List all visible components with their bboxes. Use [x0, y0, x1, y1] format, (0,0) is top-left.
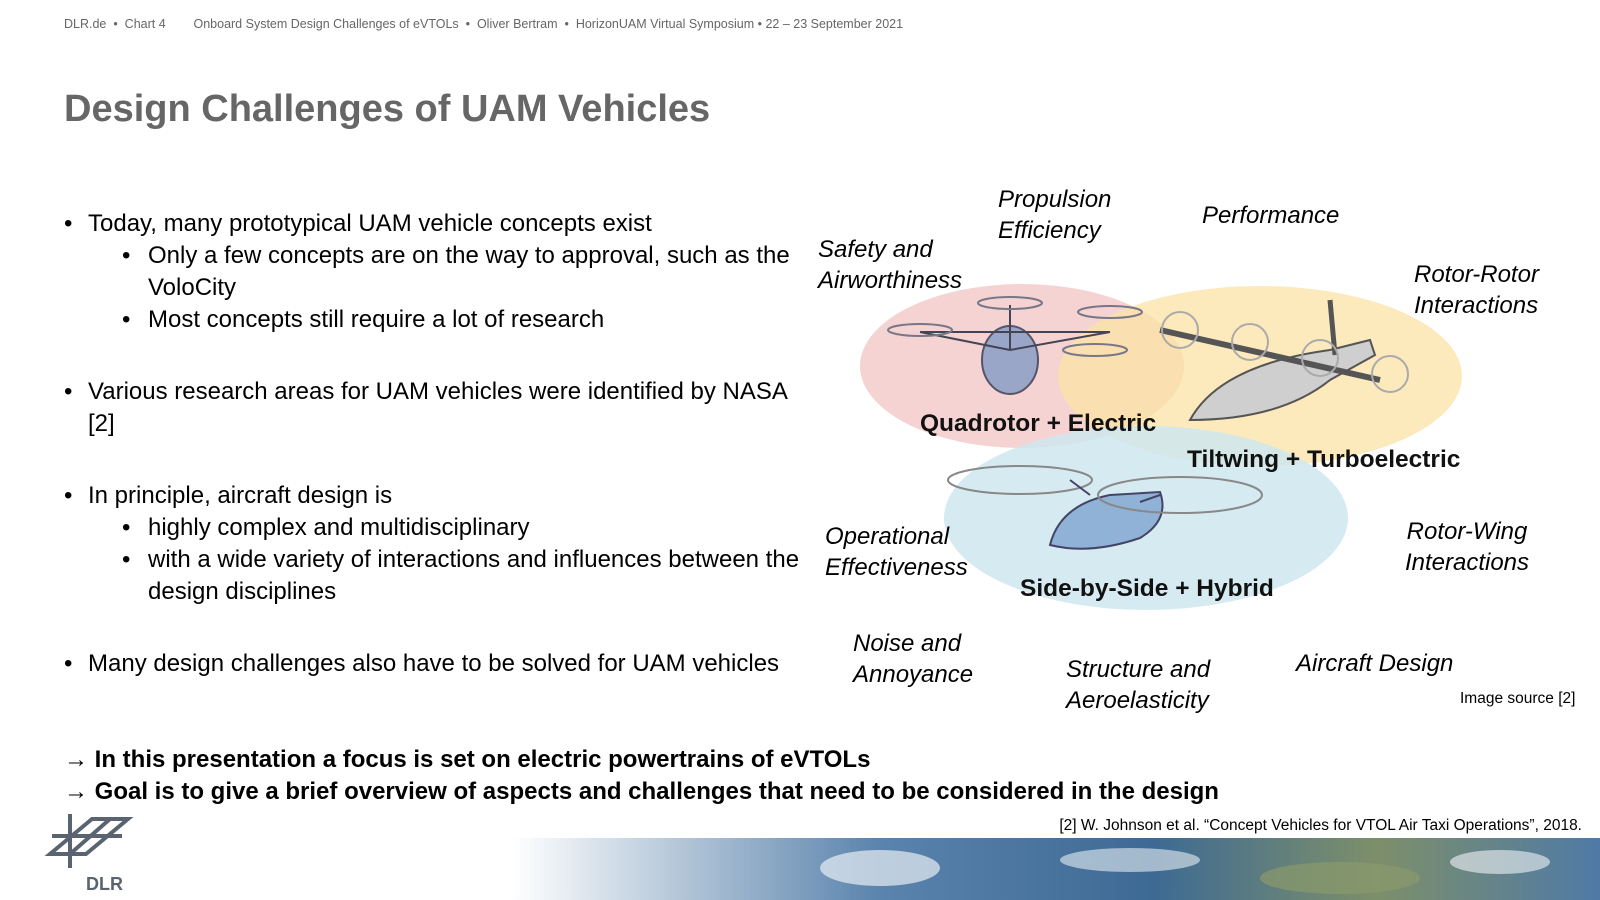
dlr-logo-mark — [44, 814, 134, 868]
tiltwing-sketch — [1159, 299, 1409, 422]
side-by-side-sketch — [947, 465, 1263, 550]
dlr-logo: DLR — [44, 814, 134, 894]
topic-rotor-wing: Rotor-Wing Interactions — [1404, 518, 1530, 576]
label-tiltwing-turboelectric: Tiltwing + Turboelectric — [1187, 446, 1461, 473]
quadrotor-sketch — [887, 296, 1143, 395]
topic-operational: Operational Effectiveness — [825, 523, 968, 581]
dlr-logo-text: DLR — [86, 874, 123, 894]
header-chart: Chart 4 — [124, 17, 166, 31]
header-talk: Onboard System Design Challenges of eVTO… — [193, 17, 459, 31]
sub-bullet-item: highly complex and multidisciplinary — [64, 512, 804, 544]
topic-safety: Safety and Airworthiness — [818, 236, 963, 294]
topic-structure: Structure and Aeroelasticity — [1066, 656, 1211, 714]
header-date: 22 – 23 September 2021 — [765, 17, 904, 31]
conclusion-focus: → In this presentation a focus is set on… — [64, 746, 871, 773]
slide-title: Design Challenges of UAM Vehicles — [64, 88, 711, 130]
header-event: HorizonUAM Virtual Symposium — [575, 17, 755, 31]
topic-propulsion: Propulsion Efficiency — [998, 186, 1112, 244]
topic-aircraft-design: Aircraft Design — [1296, 650, 1454, 677]
footer-earth-banner — [0, 838, 1600, 900]
vehicle-venn-diagram — [860, 284, 1462, 610]
topic-performance: Performance — [1202, 202, 1340, 229]
conclusions: → In this presentation a focus is set on… — [64, 744, 1219, 808]
sub-bullet-item: with a wide variety of interactions and … — [64, 544, 804, 608]
bullet-item: Various research areas for UAM vehicles … — [64, 376, 804, 440]
slide-header: DLR.de • Chart 4 Onboard System Design C… — [64, 17, 904, 31]
bullet-item: Today, many prototypical UAM vehicle con… — [64, 208, 804, 240]
sub-bullet-item: Most concepts still require a lot of res… — [64, 304, 804, 336]
topic-rotor-rotor: Rotor-Rotor Interactions — [1414, 261, 1539, 319]
header-author: Oliver Bertram — [476, 17, 558, 31]
label-side-by-side-hybrid: Side-by-Side + Hybrid — [1020, 575, 1274, 602]
reference-citation: [2] W. Johnson et al. “Concept Vehicles … — [1059, 817, 1582, 834]
bullet-item: In principle, aircraft design is — [64, 480, 804, 512]
label-quadrotor-electric: Quadrotor + Electric — [920, 410, 1157, 437]
header-site: DLR.de — [64, 17, 107, 31]
image-source: Image source [2] — [1460, 690, 1576, 707]
sub-bullet-item: Only a few concepts are on the way to ap… — [64, 240, 804, 304]
conclusion-goal: → Goal is to give a brief overview of as… — [64, 778, 1219, 805]
bullet-list: Today, many prototypical UAM vehicle con… — [64, 208, 804, 680]
bullet-item: Many design challenges also have to be s… — [64, 648, 804, 680]
topic-noise: Noise and Annoyance — [853, 630, 974, 688]
